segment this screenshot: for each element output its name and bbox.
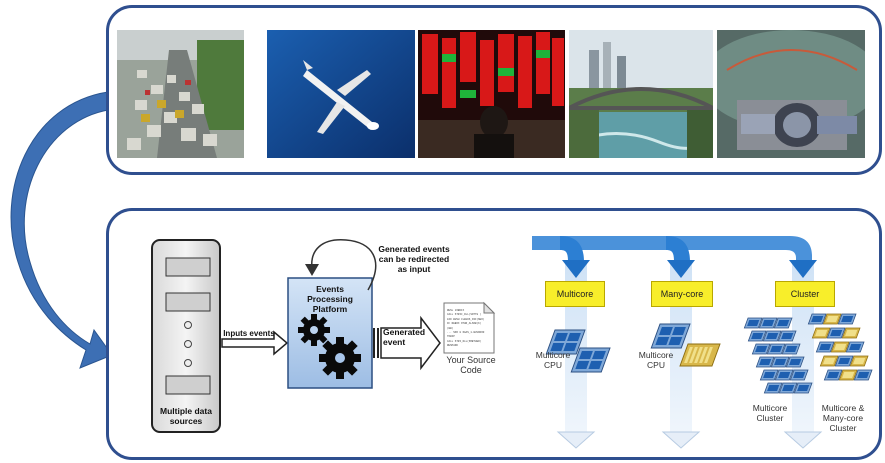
multicore-chip [777, 330, 797, 342]
multicore-chip [837, 313, 857, 325]
multicore-chip [853, 369, 873, 381]
multicore-chip [747, 330, 767, 342]
data-source-slot-1 [165, 257, 211, 277]
beam-arrowhead-2 [667, 260, 695, 278]
multicore-chip [751, 343, 771, 355]
down-arrow-2 [661, 431, 701, 449]
source-code-line: RESL JOBDIX [447, 309, 465, 312]
source-code-label: Your Source Code [446, 355, 496, 375]
traffic-image [117, 30, 244, 158]
manycore-chip [849, 355, 869, 367]
ellipsis-dot-2 [184, 340, 192, 348]
multicore-cpu-chips [545, 329, 611, 373]
multicore-chip [763, 382, 783, 394]
multicore-chip [774, 369, 794, 381]
platform-title: Events Processing Platform [307, 284, 353, 314]
stock-exchange-image [418, 30, 565, 158]
beam-branch-1 [560, 236, 584, 262]
data-source-slot-3 [165, 375, 211, 395]
manycore-chip [811, 327, 831, 339]
multicore-chip [789, 369, 809, 381]
multicore-cluster-label: Multicore Cluster [752, 403, 788, 423]
manycore-chip [830, 341, 850, 353]
ellipsis-dot-1 [184, 321, 192, 329]
generated-event-arrow [380, 315, 441, 371]
multicore-chip [743, 317, 763, 329]
manycore-cpu-label: Multicore CPU [638, 350, 674, 370]
application-domains-panel [106, 5, 882, 175]
source-code-line: TOBIP [447, 335, 455, 339]
document-fold [483, 301, 496, 314]
multicore-chip [826, 327, 846, 339]
particle-detector-image [717, 30, 865, 158]
manycore-cluster-label: Multicore & Many-core Cluster [821, 403, 865, 433]
down-arrow-3 [783, 431, 823, 449]
beam-arrowhead-3 [789, 260, 817, 278]
beam-branch-2 [666, 236, 690, 262]
multicore-chip [759, 369, 779, 381]
ellipsis-dot-3 [184, 359, 192, 367]
redirect-note: Generated events can be redirected as in… [378, 244, 450, 274]
manycore-chip [838, 369, 858, 381]
source-code-line: CALL STRI_DLL(SMBTHER) [447, 339, 482, 343]
manycore-chip [822, 313, 842, 325]
inputs-events-label: Inputs events [223, 329, 275, 338]
data-sources-label: Multiple data sources [160, 406, 212, 426]
cluster-label: Cluster [775, 281, 835, 307]
down-arrow-1 [556, 431, 596, 449]
bridge-river-image [569, 30, 713, 158]
source-code-line: ... SOO 0 OGAS_1.BUVDDOD [447, 331, 485, 335]
multicore-chip [785, 356, 805, 368]
feedback-arrow [311, 239, 377, 291]
multicore-chip [758, 317, 778, 329]
generated-event-label: Generated event [383, 327, 426, 347]
multicore-chip [781, 343, 801, 355]
multicore-chip [778, 382, 798, 394]
source-code-line: GID BUSH CLEUDS_INF(NEO) [447, 317, 485, 321]
data-source-slot-2 [165, 292, 211, 312]
manycore-chip [819, 355, 839, 367]
feedback-arrowhead [305, 264, 319, 276]
multicore-chip [834, 355, 854, 367]
multicore-chip [807, 313, 827, 325]
multicore-chip [770, 356, 790, 368]
multicore-label: Multicore [545, 281, 605, 307]
multicore-chip [793, 382, 813, 394]
source-code-document [443, 302, 495, 354]
manycore-label: Many-core [651, 281, 713, 307]
source-code-line: RESPAND [447, 344, 458, 348]
multicore-cpu-label: Multicore CPU [535, 350, 571, 370]
gears-icon [298, 314, 361, 379]
manycore-chips [650, 323, 721, 367]
multicore-chip [755, 356, 775, 368]
beam-arrowhead-1 [562, 260, 590, 278]
multicore-chip [823, 369, 843, 381]
multicore-chip [845, 341, 865, 353]
airplane-image [267, 30, 415, 158]
inputs-arrow [221, 330, 289, 356]
source-code-line: CALL STRIC_DLL(SNTTH ) [447, 313, 482, 317]
cluster-chips [743, 313, 873, 394]
source-code-line: IF REBOX OTHR_ALSOB(K) (BB) [447, 322, 482, 330]
manycore-chip [841, 327, 861, 339]
multicore-chip [773, 317, 793, 329]
multicore-chip [762, 330, 782, 342]
multicore-chip [766, 343, 786, 355]
multicore-chip [815, 341, 835, 353]
